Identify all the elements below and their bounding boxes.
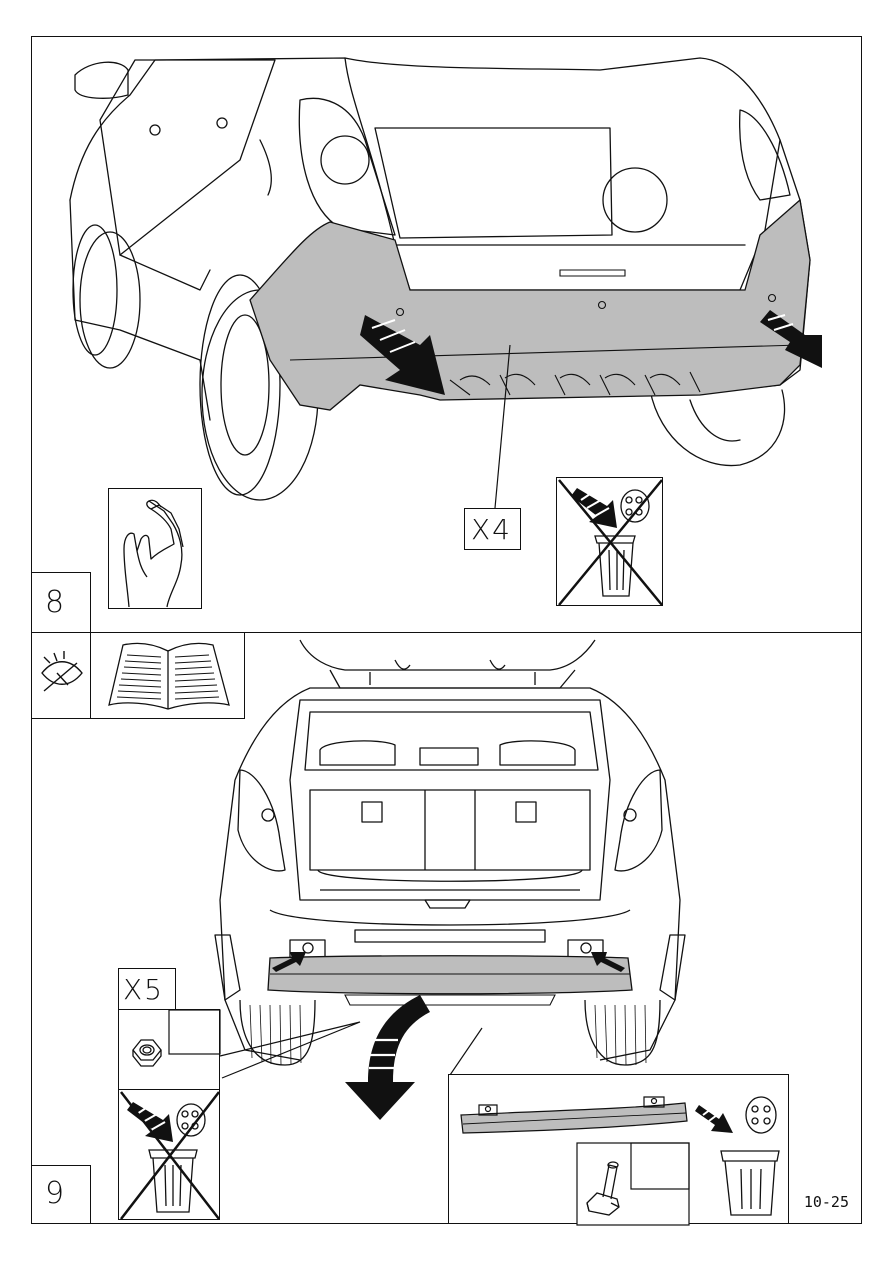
hand-pinch-icon <box>109 489 203 610</box>
step8-number-box: 8 <box>31 572 91 633</box>
hand-pinch-box <box>108 488 202 609</box>
step8-number: 8 <box>45 585 64 620</box>
nut-icon <box>119 1010 221 1091</box>
trash-can-icon <box>721 1097 779 1215</box>
page-number: 10-25 <box>804 1193 849 1211</box>
step9-quantity-box: X5 <box>118 968 176 1010</box>
nut-box <box>118 1009 220 1090</box>
step9-quantity: X5 <box>123 973 164 1006</box>
step9-number: 9 <box>45 1176 64 1211</box>
beam-detail-illustration <box>449 1075 790 1225</box>
step8-quantity: X4 <box>471 513 512 546</box>
no-discard-box-2 <box>118 1089 220 1220</box>
step8-quantity-box: X4 <box>464 508 521 550</box>
beam-detail-box <box>448 1074 789 1224</box>
no-discard-box <box>556 477 663 606</box>
step9-number-box: 9 <box>31 1165 91 1224</box>
no-discard-icon <box>119 1090 221 1221</box>
no-discard-icon <box>557 478 664 607</box>
